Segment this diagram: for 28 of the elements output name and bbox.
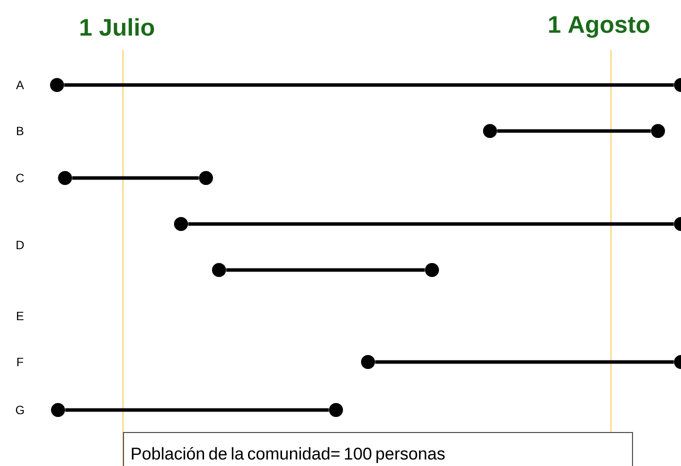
note-box: Población de la comunidad= 100 personas xyxy=(123,432,633,466)
row-label: F xyxy=(17,358,24,366)
end-dot xyxy=(58,171,72,185)
interval-line xyxy=(65,408,329,412)
row-label: C xyxy=(16,174,24,182)
interval-line xyxy=(226,268,425,272)
row-label: D xyxy=(16,240,24,250)
interval-line xyxy=(497,129,651,133)
end-dot xyxy=(174,217,188,231)
row-label: B xyxy=(17,126,24,136)
interval-line xyxy=(188,222,674,226)
interval-line xyxy=(72,176,199,180)
end-dot xyxy=(212,263,226,277)
end-dot xyxy=(483,124,497,138)
interval-line xyxy=(64,83,674,87)
interval-line xyxy=(375,360,674,364)
row-label: E xyxy=(17,312,24,320)
date-label: 1 Agosto xyxy=(549,16,650,38)
end-dot xyxy=(425,263,439,277)
end-dot xyxy=(329,403,343,417)
end-dot xyxy=(199,171,213,185)
row-label: A xyxy=(16,80,24,90)
date-label: 1 Julio xyxy=(80,18,154,36)
end-dot xyxy=(51,403,65,417)
row-label: G xyxy=(16,406,24,414)
end-dot xyxy=(50,78,64,92)
end-dot xyxy=(361,355,375,369)
end-dot xyxy=(651,124,665,138)
